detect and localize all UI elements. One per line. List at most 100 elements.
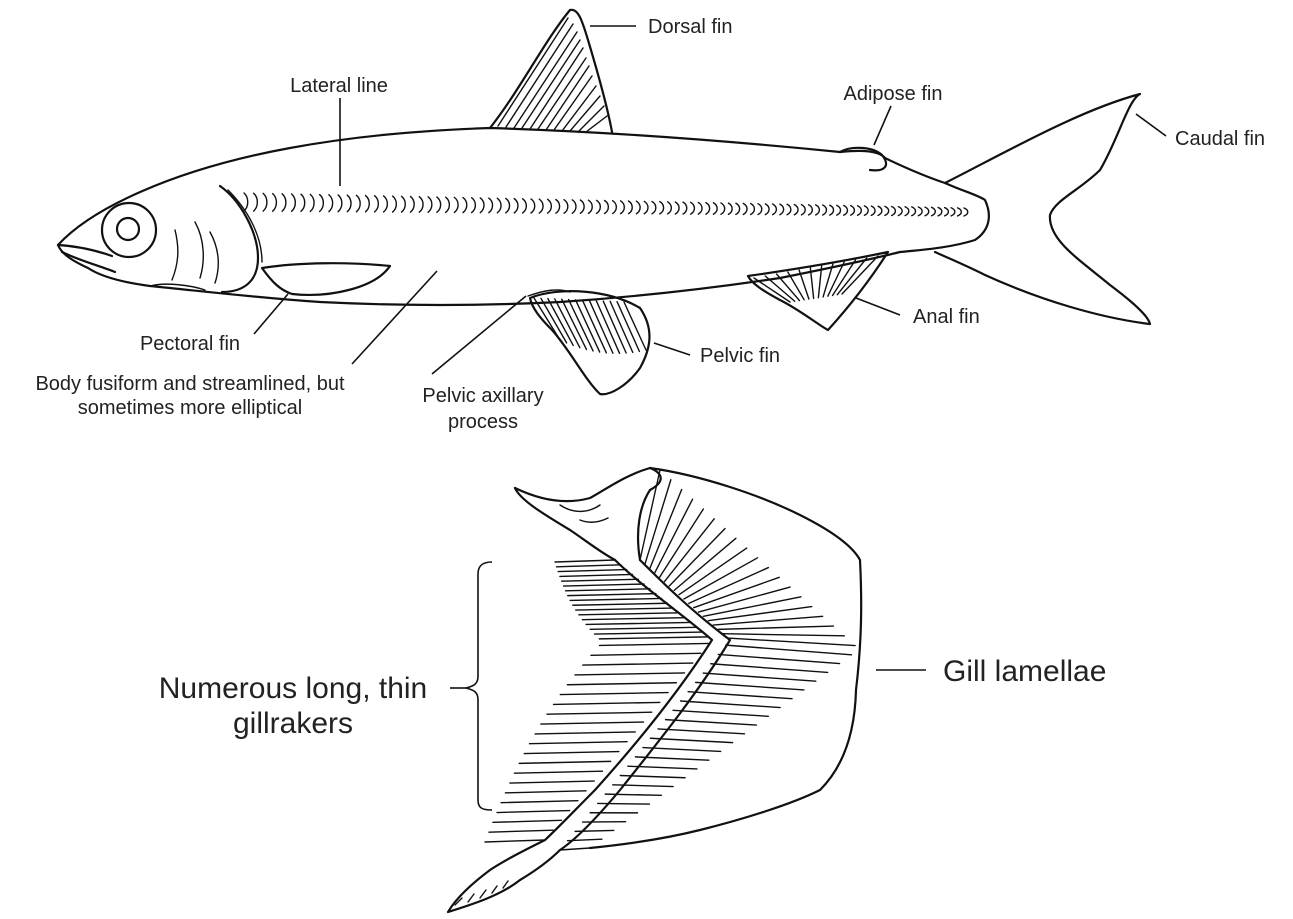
pelvic-fin-leader bbox=[654, 343, 690, 355]
fish-cheek-lines bbox=[150, 222, 218, 290]
caudal-fin bbox=[935, 94, 1150, 324]
gill-lamella bbox=[674, 538, 736, 590]
pelvic-fin-rays bbox=[534, 298, 646, 353]
anal-fin-label: Anal fin bbox=[913, 306, 980, 328]
lateral-line-scale bbox=[489, 198, 493, 213]
lateral-line-scale bbox=[773, 204, 777, 215]
lateral-line-scale bbox=[668, 202, 672, 214]
gill-lamella bbox=[666, 720, 757, 725]
lateral-line-scale bbox=[572, 200, 576, 213]
lateral-line-scale bbox=[801, 205, 805, 215]
caudal-fin-leader bbox=[1136, 114, 1166, 136]
lateral-line-scale bbox=[858, 206, 862, 215]
lateral-line-scale bbox=[282, 194, 286, 211]
adipose-fin-leader bbox=[874, 106, 891, 145]
gillraker bbox=[579, 613, 679, 615]
lateral-line-scale bbox=[743, 203, 747, 214]
fish-body-outline bbox=[58, 128, 989, 305]
gillrakers-bracket bbox=[466, 562, 492, 810]
gill-lamella bbox=[718, 654, 839, 663]
gill-arch-upper-detail bbox=[560, 505, 608, 522]
lateral-line-scale bbox=[787, 204, 791, 214]
body-shape-label-line1: Body fusiform and streamlined, but bbox=[35, 373, 344, 395]
lateral-line-scale bbox=[437, 197, 441, 212]
gillraker bbox=[497, 811, 570, 813]
gill-lamella bbox=[658, 729, 744, 734]
gillrakers-label-line2: gillrakers bbox=[233, 707, 353, 740]
lateral-line-scale bbox=[885, 206, 889, 215]
lateral-line-scale bbox=[628, 201, 632, 214]
pelvic-fin-ray bbox=[555, 299, 580, 348]
fish-eye-inner bbox=[117, 218, 139, 240]
gillraker bbox=[558, 570, 626, 572]
lateral-line-scale bbox=[837, 205, 841, 215]
gill-lamella bbox=[696, 682, 804, 690]
lateral-line-scale bbox=[366, 196, 370, 212]
gill-arch-bone-inner bbox=[545, 560, 712, 840]
lateral-line-scale bbox=[454, 197, 458, 212]
lateral-line-scale bbox=[918, 207, 922, 216]
lateral-line-scale bbox=[932, 207, 936, 215]
gill-lamella bbox=[728, 638, 855, 646]
pelvic-fin-label: Pelvic fin bbox=[700, 345, 780, 367]
gill-lamellae-outer-edge bbox=[590, 468, 861, 848]
gill-lamellae bbox=[560, 470, 855, 850]
gill-lamella bbox=[575, 830, 614, 831]
pelvic-fin-ray bbox=[589, 300, 613, 353]
gillraker bbox=[583, 663, 693, 665]
lateral-line-scale bbox=[263, 193, 267, 211]
adipose-fin-label: Adipose fin bbox=[844, 83, 943, 105]
gillraker bbox=[575, 673, 685, 675]
lateral-line-scale bbox=[605, 201, 609, 214]
lateral-line-scale bbox=[683, 202, 687, 214]
lateral-line-scale bbox=[892, 206, 896, 215]
pectoral-fin-label: Pectoral fin bbox=[140, 333, 240, 355]
pelvic-fin-ray bbox=[576, 300, 600, 352]
gillraker bbox=[555, 560, 615, 562]
gillraker bbox=[568, 594, 656, 596]
gillraker bbox=[573, 603, 668, 605]
lateral-line-scale bbox=[898, 207, 902, 216]
lateral-line-scale bbox=[925, 207, 929, 216]
lateral-line-scale bbox=[951, 208, 955, 216]
pelvic-fin-ray bbox=[534, 298, 560, 340]
caudal-fin-label: Caudal fin bbox=[1175, 128, 1265, 150]
lateral-line-scale bbox=[506, 198, 510, 212]
lateral-line-scale bbox=[254, 193, 258, 211]
lateral-line-scale bbox=[375, 196, 379, 212]
lateral-line-scale bbox=[402, 196, 406, 212]
lateral-line-scale bbox=[713, 203, 717, 214]
lateral-line-scale bbox=[338, 195, 342, 212]
pelvic-axillary-label-line2: process bbox=[448, 411, 518, 433]
gillrakers-label-line1: Numerous long, thin bbox=[159, 672, 427, 705]
lateral-line-scale bbox=[393, 196, 397, 212]
pelvic-axillary-label-line1: Pelvic axillary bbox=[422, 385, 543, 407]
gill-lamella bbox=[681, 701, 781, 708]
lateral-line-scale bbox=[660, 202, 664, 214]
lateral-line-scale bbox=[864, 206, 868, 215]
gill-lamella bbox=[723, 634, 844, 636]
gillraker bbox=[590, 627, 696, 629]
gill-lamella bbox=[598, 803, 650, 804]
gillraker bbox=[524, 752, 619, 754]
gill-lamella bbox=[605, 794, 661, 795]
gill-lamella bbox=[660, 509, 704, 577]
lateral-line-scale bbox=[751, 204, 755, 215]
lateral-line-label: Lateral line bbox=[290, 75, 388, 97]
gillraker bbox=[519, 761, 610, 763]
gill-lamella bbox=[673, 710, 768, 716]
gill-lamella bbox=[688, 692, 792, 699]
gill-arch-lower-limb bbox=[448, 840, 560, 912]
lateral-line-scale bbox=[851, 206, 855, 216]
body-shape-label-line2: sometimes more elliptical bbox=[78, 397, 303, 419]
lateral-line-scale bbox=[301, 194, 305, 211]
lateral-line-scale bbox=[523, 199, 527, 213]
pelvic-fin-ray bbox=[548, 299, 573, 346]
lateral-line-scale bbox=[938, 207, 942, 215]
dorsal-fin-label: Dorsal fin bbox=[648, 16, 732, 38]
lateral-line-scale bbox=[816, 205, 820, 215]
pelvic-axillary-leader bbox=[432, 296, 526, 374]
lateral-line-scale bbox=[548, 199, 552, 213]
gill-arch-upper-limb bbox=[515, 468, 661, 560]
